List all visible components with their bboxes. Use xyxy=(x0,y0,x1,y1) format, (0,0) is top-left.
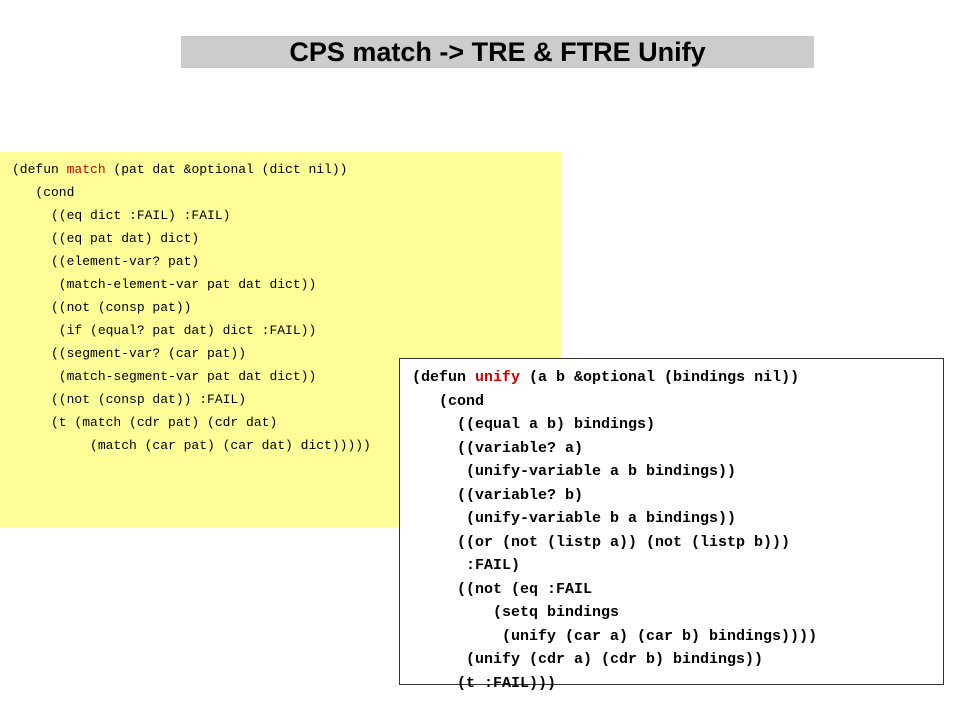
unify-function-name: unify xyxy=(475,369,521,386)
match-code-line: (cond xyxy=(12,185,75,200)
unify-code-line: (unify-variable a b bindings)) xyxy=(412,463,737,480)
slide-title: CPS match -> TRE & FTRE Unify xyxy=(289,37,706,67)
match-code-line: ((not (consp dat)) :FAIL) xyxy=(12,392,247,407)
match-code-line: (if (equal? pat dat) dict :FAIL)) xyxy=(12,323,317,338)
match-defun-keyword: (defun xyxy=(12,162,67,177)
match-code-line: ((eq pat dat) dict) xyxy=(12,231,200,246)
unify-code-line: (cond xyxy=(412,392,485,410)
unify-code-line: ((variable? b) xyxy=(412,486,584,504)
slide-title-bar: CPS match -> TRE & FTRE Unify xyxy=(181,36,814,68)
match-code-line: ((eq dict :FAIL) :FAIL) xyxy=(12,208,231,223)
match-code-block: (defun match (pat dat &optional (dict ni… xyxy=(0,152,561,527)
unify-code-line: ((or (not (listp a)) (not (listp b))) xyxy=(412,533,791,551)
unify-parameter-list: (a b &optional (bindings nil)) xyxy=(520,369,800,386)
unify-code-line: ((not (eq :FAIL xyxy=(412,580,593,598)
unify-code-line: (defun unify (a b &optional (bindings ni… xyxy=(412,366,943,390)
match-code-line: (t (match (cdr pat) (cdr dat) xyxy=(12,415,278,430)
unify-code-line: ((variable? a) xyxy=(412,439,584,457)
unify-code-line: (unify-variable b a bindings)) xyxy=(412,510,737,527)
unify-code-line: (setq bindings xyxy=(412,604,620,621)
unify-code-line: (unify (cdr a) (cdr b) bindings)) xyxy=(412,651,764,668)
unify-code-line: (unify (car a) (car b) bindings)))) xyxy=(412,627,818,645)
unify-code-line: (t :FAIL))) xyxy=(412,674,557,692)
match-code-line: (defun match (pat dat &optional (dict ni… xyxy=(12,158,561,181)
unify-code-line: ((equal a b) bindings) xyxy=(412,416,656,433)
match-function-name: match xyxy=(66,162,106,177)
match-code-line: ((not (consp pat)) xyxy=(12,300,192,315)
unify-defun-keyword: (defun xyxy=(412,369,476,386)
match-code-line: ((element-var? pat) xyxy=(12,254,200,269)
match-code-line: (match-segment-var pat dat dict)) xyxy=(12,369,317,384)
unify-code-block: (defun unify (a b &optional (bindings ni… xyxy=(399,358,944,692)
unify-code-line: :FAIL) xyxy=(412,557,521,574)
match-code-line: (match (car pat) (car dat) dict))))) xyxy=(12,438,371,453)
match-code-line: ((segment-var? (car pat)) xyxy=(12,346,247,361)
match-parameter-list: (pat dat &optional (dict nil)) xyxy=(105,162,348,177)
match-code-line: (match-element-var pat dat dict)) xyxy=(12,277,317,292)
